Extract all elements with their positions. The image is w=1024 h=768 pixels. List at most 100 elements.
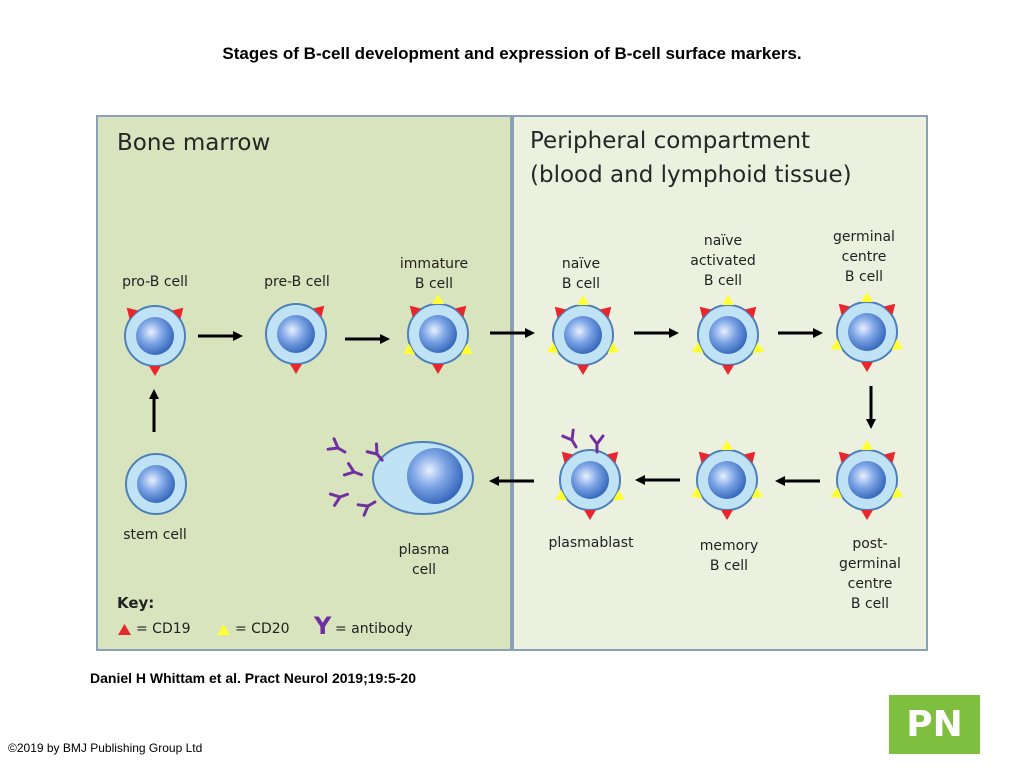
cd20-marker-icon xyxy=(721,440,733,450)
cd20-marker-icon xyxy=(830,487,843,499)
germinal-centre-b-cell xyxy=(830,292,904,372)
cd19-marker-icon xyxy=(554,306,567,319)
plasmablast xyxy=(555,428,625,520)
antibody-icon xyxy=(342,462,364,477)
nucleus xyxy=(571,461,609,499)
key-antibody-label: = antibody xyxy=(335,621,413,637)
antibody-icon xyxy=(326,437,347,454)
label-naive-b-cell: naïve B cell xyxy=(561,256,601,292)
cd19-marker-icon xyxy=(744,306,757,319)
label-pre-b-cell: pre-B cell xyxy=(264,274,330,290)
label-pro-b-cell: pro-B cell xyxy=(122,274,188,290)
cd20-marker-icon xyxy=(546,342,559,354)
cd20-marker-icon xyxy=(460,343,473,355)
cd20-marker-icon xyxy=(891,339,904,351)
cd19-marker-icon xyxy=(584,510,596,520)
peripheral-heading: Peripheral compartment (blood and lympho… xyxy=(530,128,852,188)
label-plasmablast: plasmablast xyxy=(548,535,634,551)
key-cd20-label: = CD20 xyxy=(235,621,290,637)
figure-title: Stages of B-cell development and express… xyxy=(222,44,802,63)
cd19-marker-icon xyxy=(561,451,574,464)
naive-activated-b-cell xyxy=(691,295,765,375)
nucleus xyxy=(277,315,315,353)
stem-cell xyxy=(125,453,187,515)
cd19-marker-icon xyxy=(312,305,325,318)
key-cd20-marker-icon xyxy=(217,624,230,635)
pre-b-cell xyxy=(265,303,327,374)
key-heading: Key: xyxy=(117,594,155,612)
label-stem-cell: stem cell xyxy=(123,527,187,543)
cd19-marker-icon xyxy=(838,451,851,464)
nucleus xyxy=(407,448,463,504)
cd19-marker-icon xyxy=(883,303,896,316)
label-naive-activated-b-cell: naïve activated B cell xyxy=(690,233,756,289)
key-cd19-label: = CD19 xyxy=(136,621,191,637)
cd19-marker-icon xyxy=(409,305,422,318)
cd19-marker-icon xyxy=(290,364,302,374)
label-germinal-centre-b-cell: germinal centre B cell xyxy=(833,229,895,285)
pro-b-cell xyxy=(124,305,186,376)
plasma-cell xyxy=(326,437,474,517)
cd19-marker-icon xyxy=(171,307,184,320)
memory-b-cell xyxy=(690,440,764,520)
bone-marrow-heading: Bone marrow xyxy=(117,130,271,156)
antibody-icon xyxy=(365,442,384,462)
label-immature-b-cell: immature B cell xyxy=(399,256,469,292)
key-cd19-marker-icon xyxy=(118,624,131,635)
immature-b-cell xyxy=(403,294,473,374)
cd19-marker-icon xyxy=(722,365,734,375)
cd19-marker-icon xyxy=(838,303,851,316)
bone-marrow-panel xyxy=(96,115,512,651)
cd19-marker-icon xyxy=(861,362,873,372)
cd20-marker-icon xyxy=(612,489,625,501)
antibody-icon xyxy=(561,428,578,449)
cd19-marker-icon xyxy=(861,510,873,520)
nucleus xyxy=(564,316,602,354)
nucleus xyxy=(848,461,886,499)
cd20-marker-icon xyxy=(555,489,568,501)
cd20-marker-icon xyxy=(861,440,873,450)
cd19-marker-icon xyxy=(883,451,896,464)
antibody-icon xyxy=(589,434,605,454)
nucleus xyxy=(137,465,175,503)
cd20-marker-icon xyxy=(577,295,589,305)
antibody-icon xyxy=(356,500,377,517)
nucleus xyxy=(708,461,746,499)
cd19-marker-icon xyxy=(126,307,139,320)
cd19-marker-icon xyxy=(577,365,589,375)
cd20-marker-icon xyxy=(722,295,734,305)
label-plasma-cell: plasma cell xyxy=(398,542,450,578)
label-memory-b-cell: memory B cell xyxy=(699,538,759,574)
cd19-marker-icon xyxy=(698,451,711,464)
cd19-marker-icon xyxy=(606,451,619,464)
cd19-marker-icon xyxy=(699,306,712,319)
nucleus xyxy=(419,315,457,353)
cd20-marker-icon xyxy=(830,339,843,351)
cd20-marker-icon xyxy=(752,342,765,354)
cd19-marker-icon xyxy=(721,510,733,520)
post-germinal-centre-b-cell xyxy=(830,440,904,520)
cd20-marker-icon xyxy=(607,342,620,354)
nucleus xyxy=(709,316,747,354)
cd20-marker-icon xyxy=(690,487,703,499)
peripheral-compartment-panel xyxy=(512,115,928,651)
cd20-marker-icon xyxy=(691,342,704,354)
cd19-marker-icon xyxy=(149,366,161,376)
pn-logo: PN xyxy=(889,695,980,754)
nucleus xyxy=(136,317,174,355)
cd20-marker-icon xyxy=(891,487,904,499)
citation: Daniel H Whittam et al. Pract Neurol 201… xyxy=(90,670,416,686)
antibody-icon xyxy=(328,492,350,507)
cd19-marker-icon xyxy=(454,305,467,318)
cd20-marker-icon xyxy=(751,487,764,499)
cd19-marker-icon xyxy=(599,306,612,319)
cd20-marker-icon xyxy=(432,294,444,304)
key-antibody-icon: Y xyxy=(314,612,332,640)
cd19-marker-icon xyxy=(743,451,756,464)
naive-b-cell xyxy=(546,295,620,375)
cd20-marker-icon xyxy=(861,292,873,302)
label-post-germinal-centre-b-cell: post- germinal centre B cell xyxy=(839,536,901,612)
copyright: ©2019 by BMJ Publishing Group Ltd xyxy=(8,741,203,755)
nucleus xyxy=(848,313,886,351)
